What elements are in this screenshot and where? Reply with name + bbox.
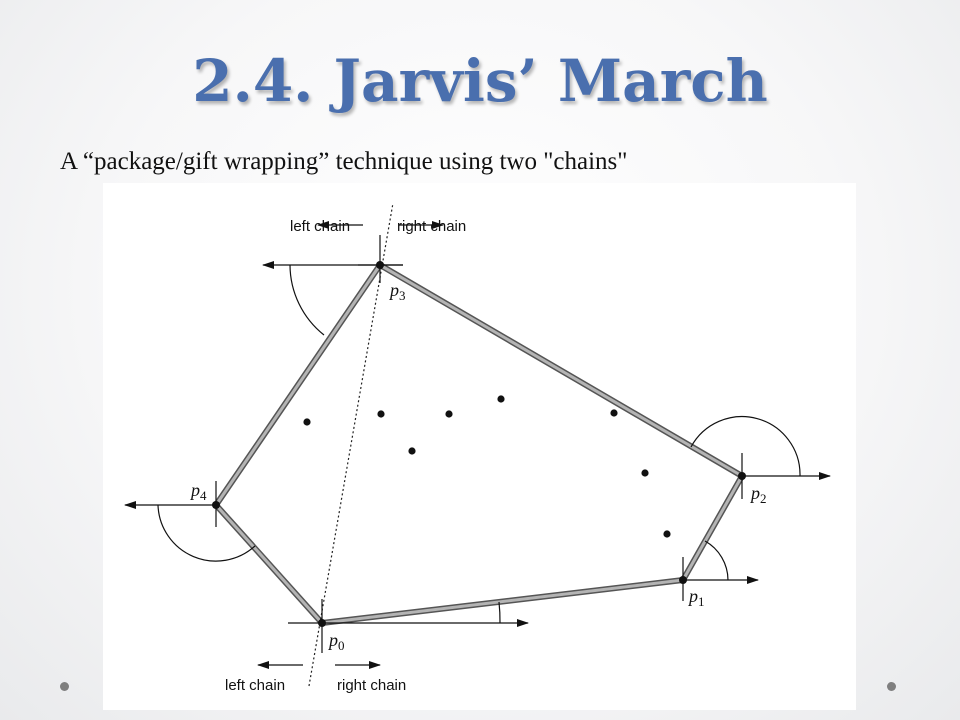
vertex-point-p1	[679, 576, 687, 584]
vertex-point-p0	[318, 619, 326, 627]
vertex-label-p1: p1	[687, 586, 705, 609]
slide-subtitle: A “package/gift wrapping” technique usin…	[60, 148, 628, 175]
vertex-point-p4	[212, 501, 220, 509]
interior-point	[610, 409, 618, 417]
vertex-point-p3	[376, 261, 384, 269]
left-chain-label-top: left chain	[290, 218, 350, 235]
jarvis-march-diagram: left chain right chain left chain right …	[103, 183, 856, 710]
vertex-label-p3: p3	[388, 280, 406, 303]
right-chain-label-bottom: right chain	[337, 677, 406, 694]
slide-bullet-dot-right	[887, 682, 896, 691]
vertex-point-p2	[738, 472, 746, 480]
hull-edges	[213, 262, 745, 626]
interior-point	[445, 410, 453, 418]
direction-arrows	[124, 221, 831, 669]
chain-divider-line	[308, 202, 394, 687]
left-chain-label-bottom: left chain	[225, 677, 285, 694]
vertex-label-p4: p4	[189, 480, 207, 503]
hull-polygon-outer	[213, 262, 745, 626]
interior-point	[377, 410, 385, 418]
angle-arc-p0	[498, 601, 501, 624]
interior-point	[663, 530, 671, 538]
diagram-svg: left chain right chain left chain right …	[124, 202, 831, 694]
hull-polygon-inner	[214, 263, 744, 625]
angle-arc-p2	[690, 415, 801, 477]
interior-point	[497, 395, 505, 403]
angle-arcs	[157, 264, 801, 624]
vertex-label-p0: p0	[327, 630, 345, 653]
angle-arc-p1	[704, 540, 729, 581]
hull-vertex-points	[212, 261, 746, 627]
interior-points	[303, 395, 671, 538]
interior-point	[408, 447, 416, 455]
vertex-label-p2: p2	[749, 483, 767, 506]
angle-arc-p4	[157, 504, 256, 562]
slide-title: 2.4. Jarvis’ March	[192, 47, 768, 115]
angle-arc-p3	[289, 264, 325, 336]
right-chain-label-top: right chain	[397, 218, 466, 235]
interior-point	[303, 418, 311, 426]
slide-bullet-dot-left	[60, 682, 69, 691]
interior-point	[641, 469, 649, 477]
